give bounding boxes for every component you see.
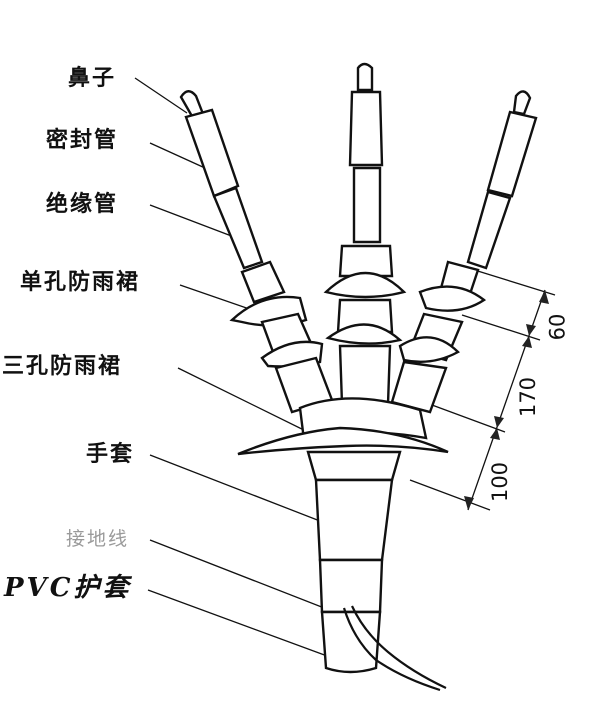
leader-seal-tube (149, 142, 206, 169)
cable-end (320, 605, 447, 692)
leader-nose (134, 77, 188, 114)
label-nose: 鼻子 (68, 66, 117, 91)
label-glove: 手套 (86, 442, 135, 467)
crotch-and-glove (237, 397, 449, 614)
label-seal-tube: 密封管 (46, 128, 119, 153)
dimension-lines (409, 267, 556, 511)
dimension-60: 60 (545, 313, 570, 341)
leader-single-hole-skirt (179, 284, 259, 313)
leader-lines (134, 77, 361, 661)
middle-phase (323, 62, 407, 406)
leader-insulation-tube (149, 204, 243, 241)
label-pvc-sheath: PVC护套 (4, 573, 132, 603)
right-phase (390, 90, 538, 414)
dimension-100: 100 (488, 461, 513, 503)
label-ground-wire: 接地线 (66, 528, 130, 550)
leader-triple-hole-skirt (177, 367, 319, 438)
label-triple-hole-rain-skirt: 三孔防雨裙 (2, 354, 123, 379)
dimension-170: 170 (516, 376, 541, 418)
leader-glove (149, 454, 339, 529)
leader-pvc-sheath (147, 589, 339, 661)
label-insulation-tube: 绝缘管 (46, 192, 119, 217)
label-single-hole-rain-skirt: 单孔防雨裙 (20, 270, 141, 295)
left-phase (179, 90, 334, 414)
